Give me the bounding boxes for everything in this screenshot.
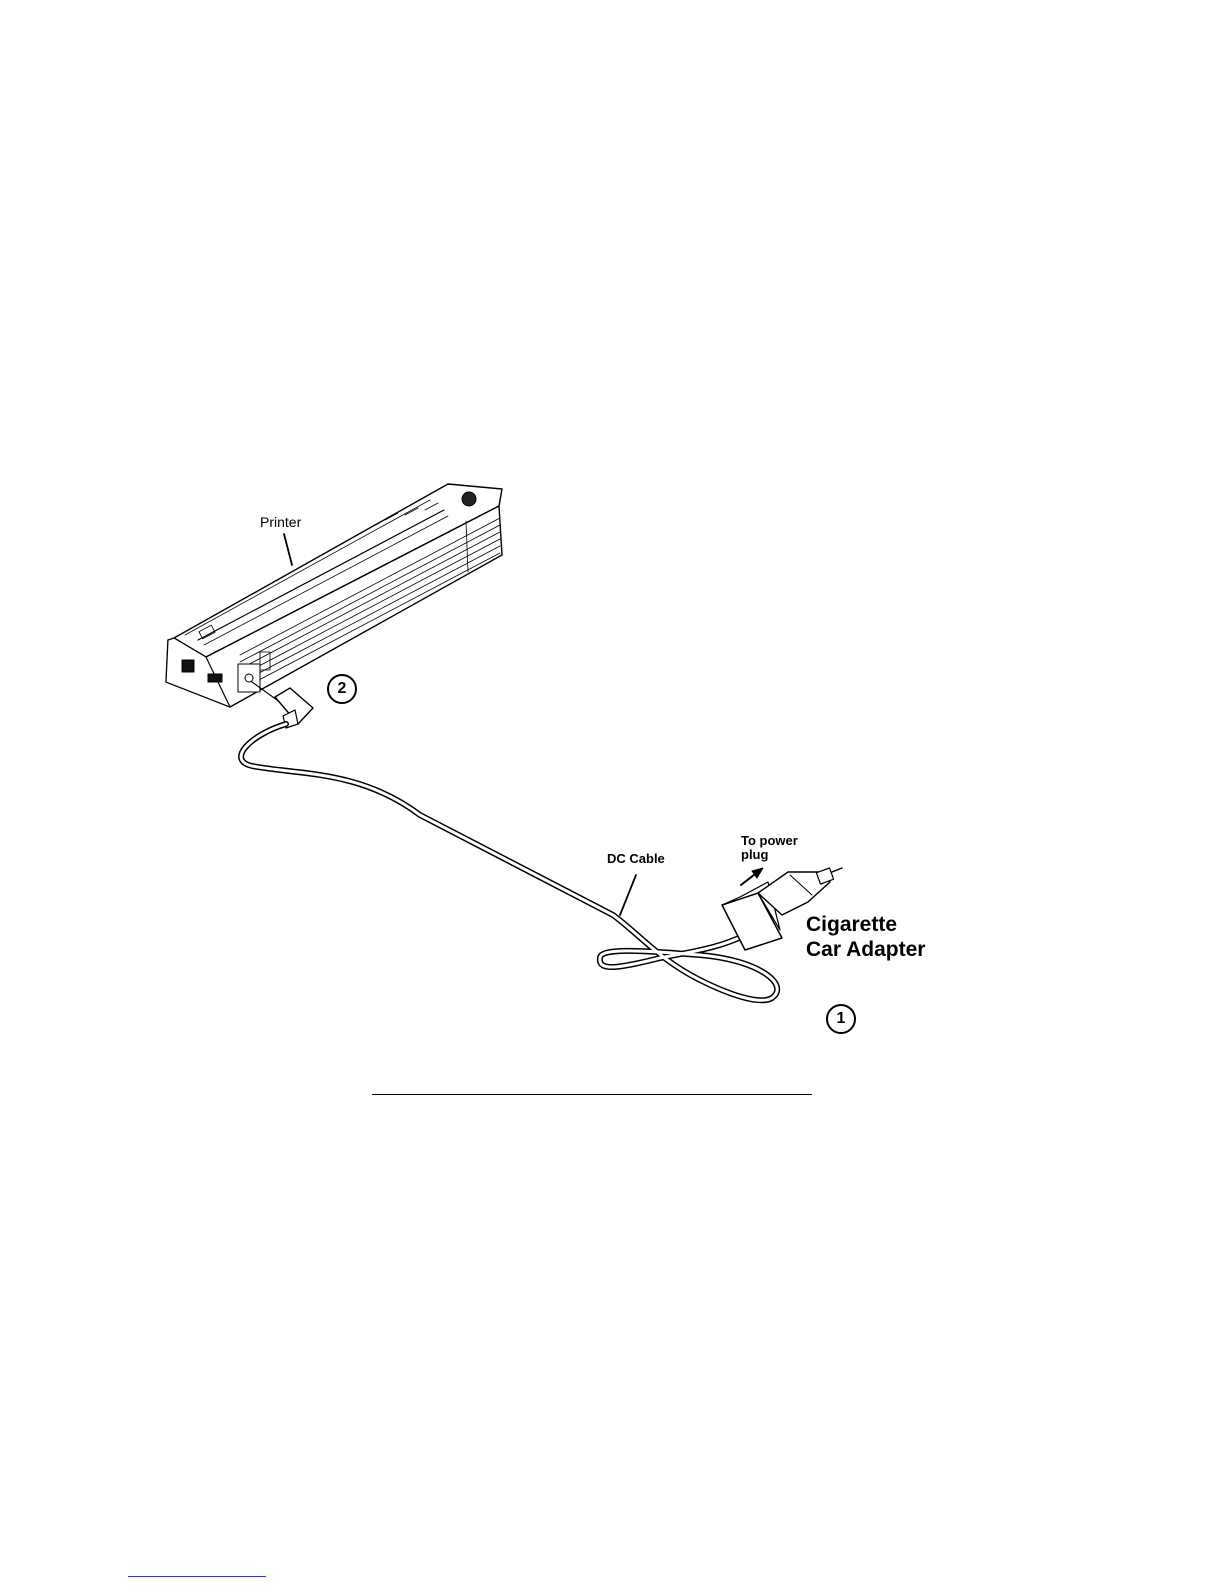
printer-illustration	[166, 484, 502, 707]
dc-cable-illustration	[241, 682, 777, 1000]
footer-link-underline[interactable]	[128, 1576, 266, 1577]
to-power-plug-label: To power plug	[741, 834, 798, 861]
step-1-marker: 1	[826, 1004, 856, 1034]
car-adapter-label: Cigarette Car Adapter	[806, 912, 925, 962]
step-2-marker: 2	[327, 674, 357, 704]
dc-cable-label: DC Cable	[607, 852, 665, 866]
figure-rule	[372, 1094, 812, 1095]
printer-label: Printer	[260, 515, 301, 530]
